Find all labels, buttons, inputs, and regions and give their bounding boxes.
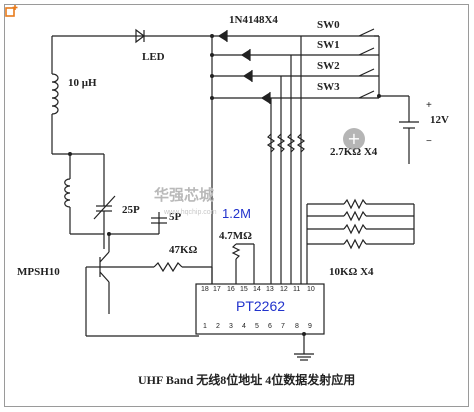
cap-25p-arrow xyxy=(93,195,116,220)
pin-5: 5 xyxy=(255,323,259,330)
watermark-main: 华强芯城 xyxy=(154,187,215,204)
switch-sw3 xyxy=(358,90,375,99)
pin-2: 2 xyxy=(216,323,220,330)
switch-sw1 xyxy=(358,47,375,56)
inductor-10uh xyxy=(51,73,59,115)
pin-16: 16 xyxy=(227,286,235,293)
resistor-10k-4 xyxy=(343,238,367,250)
label-led: LED xyxy=(142,51,165,63)
zoom-in-icon[interactable]: + xyxy=(343,128,365,150)
switch-sw2 xyxy=(358,68,375,77)
label-battery-minus: − xyxy=(426,136,432,147)
frame-border xyxy=(4,4,469,407)
tank-inductor xyxy=(64,178,71,208)
label-res-47k: 47KΩ xyxy=(169,244,198,256)
label-battery-plus: + xyxy=(426,100,432,111)
watermark-sub: www.hqchip.com xyxy=(164,209,217,216)
switch-sw0 xyxy=(358,28,379,37)
diagram-caption: UHF Band 无线8位地址 4位数据发射应用 xyxy=(138,373,356,387)
resistor-10k-3 xyxy=(343,223,367,235)
label-resistor-2-7k: 2.7KΩ X4 xyxy=(330,146,378,158)
label-voltage-12v: 12V xyxy=(430,114,449,126)
label-res-1-2m: 1.2M xyxy=(222,206,251,221)
label-resistor-10k: 10KΩ X4 xyxy=(329,266,374,278)
pin-13: 13 xyxy=(266,286,274,293)
label-transistor: MPSH10 xyxy=(17,266,60,278)
resistor-47k xyxy=(153,261,183,273)
label-cap-5p: 5P xyxy=(169,211,182,223)
resistor-2-7k-3 xyxy=(286,133,296,153)
label-sw3: SW3 xyxy=(317,81,340,93)
label-res-4-7m: 4.7MΩ xyxy=(219,230,252,242)
resistor-4-7m xyxy=(231,243,241,260)
schematic-frame: LED 1N4148X4 SW0 SW1 SW2 SW3 + 12V − 2.7… xyxy=(4,4,470,408)
resistor-2-7k-1 xyxy=(266,133,276,153)
led-symbol xyxy=(135,28,145,44)
label-diodes: 1N4148X4 xyxy=(229,14,278,26)
pin-3: 3 xyxy=(229,323,233,330)
circuit-diagram xyxy=(4,4,469,407)
pin-12: 12 xyxy=(280,286,288,293)
pin-8: 8 xyxy=(295,323,299,330)
pin-6: 6 xyxy=(268,323,272,330)
resistor-10k-2 xyxy=(343,210,367,222)
pin-14: 14 xyxy=(253,286,261,293)
label-sw0: SW0 xyxy=(317,19,340,31)
pin-11: 11 xyxy=(293,286,301,293)
pin-9: 9 xyxy=(308,323,312,330)
resistor-2-7k-2 xyxy=(276,133,286,153)
pin-10: 10 xyxy=(307,286,315,293)
label-chip-pt2262: PT2262 xyxy=(236,298,286,314)
pin-15: 15 xyxy=(240,286,248,293)
label-cap-25p: 25P xyxy=(122,204,140,216)
label-sw2: SW2 xyxy=(317,60,340,72)
label-inductor: 10 μH xyxy=(68,77,97,89)
label-sw1: SW1 xyxy=(317,39,340,51)
pin-1: 1 xyxy=(203,323,207,330)
pin-17: 17 xyxy=(213,286,221,293)
resistor-10k-1 xyxy=(343,198,367,210)
resistor-2-7k-4 xyxy=(296,133,306,153)
pin-7: 7 xyxy=(281,323,285,330)
crop-icon[interactable] xyxy=(5,4,19,18)
chip-pt2262-body xyxy=(195,283,325,335)
diode-1 xyxy=(217,29,228,43)
pin-18: 18 xyxy=(201,286,209,293)
pin-4: 4 xyxy=(242,323,246,330)
